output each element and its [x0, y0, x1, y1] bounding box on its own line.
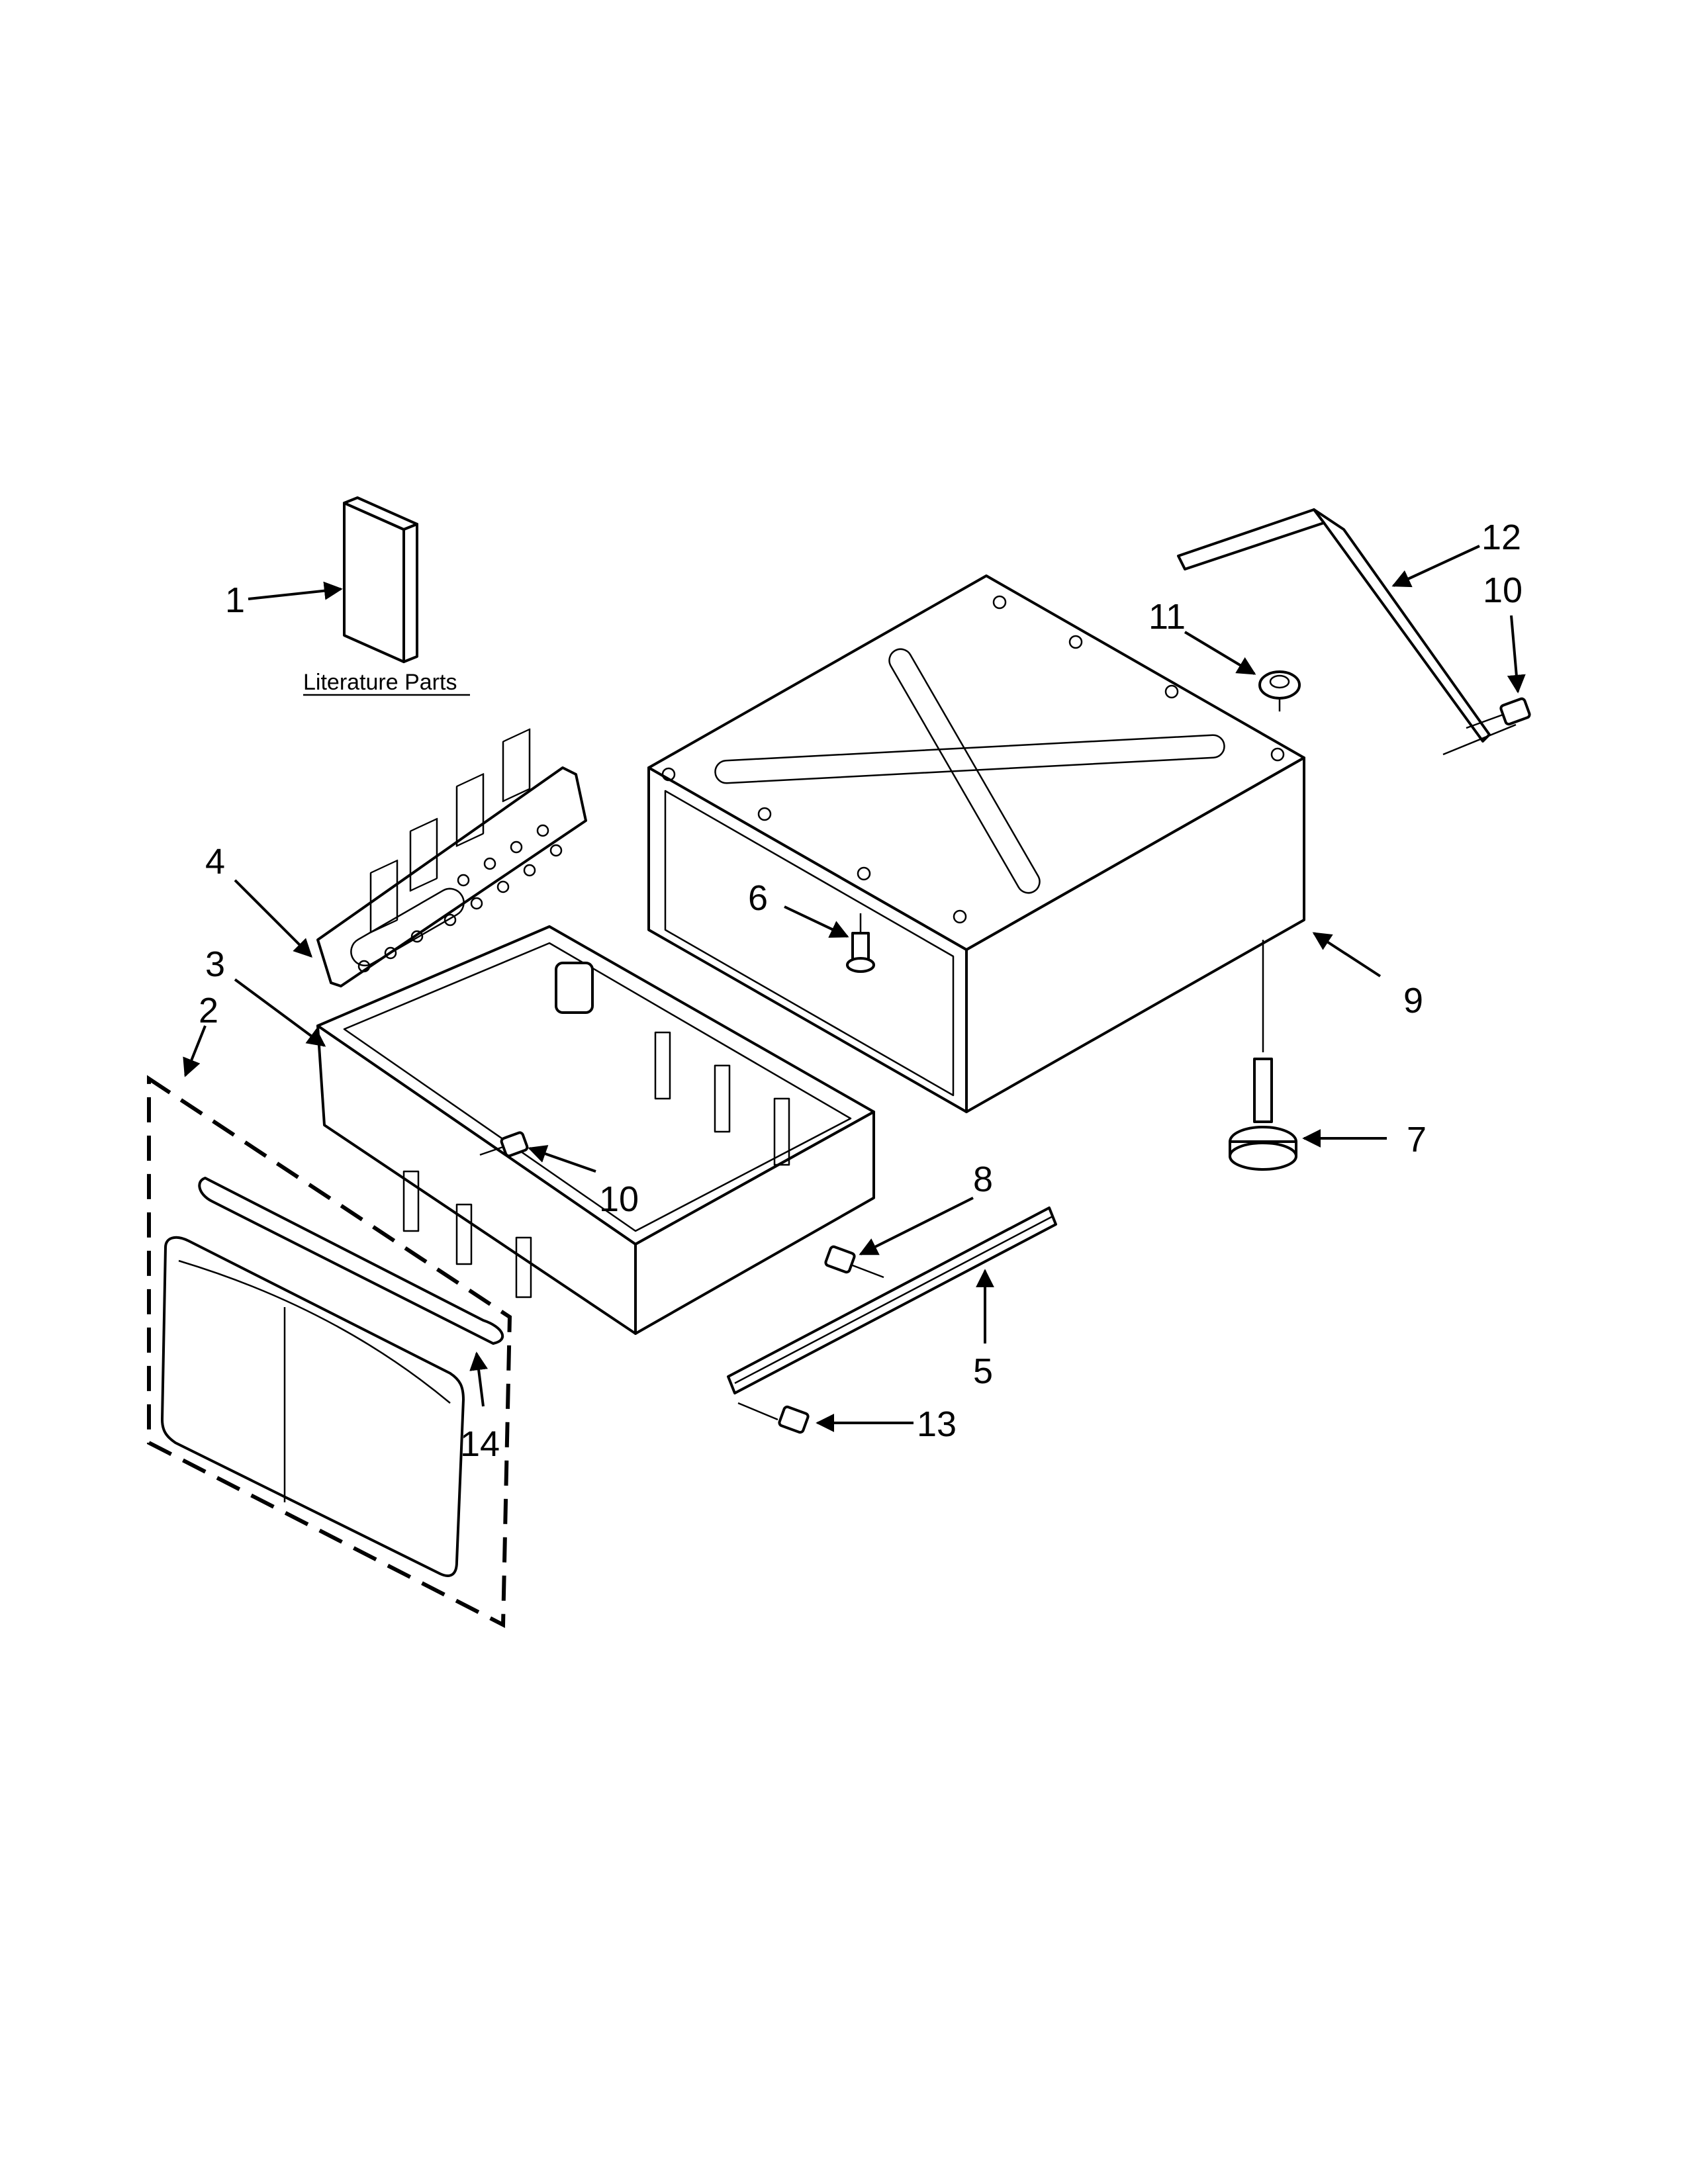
callout-13: 13: [917, 1404, 957, 1444]
callout-3: 3: [205, 944, 225, 984]
callout-10-upper: 10: [1483, 570, 1523, 610]
drawer-handle: [198, 1177, 504, 1345]
leader-4: [234, 879, 312, 958]
anti-tip-bracket: [1177, 508, 1491, 743]
bin-ribs: [369, 728, 790, 1298]
drawer-bin: [316, 728, 875, 1335]
drawer-front-assembly-outline: [147, 1075, 512, 1628]
callout-5: 5: [973, 1351, 993, 1391]
drawer-front-panel: [161, 1236, 465, 1577]
literature-booklet: [343, 496, 418, 663]
leader-14: [469, 1351, 489, 1407]
callout-10-bin: 10: [599, 1179, 639, 1219]
leader-9: [1312, 932, 1382, 978]
screw-8: [824, 1245, 884, 1279]
pedestal-cabinet: [647, 574, 1305, 1113]
callout-7: 7: [1407, 1120, 1427, 1160]
callout-2: 2: [199, 991, 218, 1030]
divider-holes: [357, 824, 563, 973]
cabinet-screw-holes: [661, 595, 1285, 924]
drawer-slide-rail: [727, 1206, 1057, 1394]
callout-1: 1: [225, 580, 245, 620]
callout-9: 9: [1403, 981, 1423, 1021]
leader-8: [859, 1197, 974, 1255]
bumper-plug: [1258, 670, 1301, 711]
leader-1: [248, 581, 343, 600]
screw-6: [846, 913, 875, 973]
callout-6: 6: [748, 878, 768, 918]
leader-2: [183, 1025, 207, 1077]
leader-3: [234, 978, 326, 1047]
screw-13: [737, 1402, 810, 1434]
callout-4: 4: [205, 842, 225, 882]
drawer-divider: [316, 766, 587, 987]
literature-caption: Literature Parts: [303, 670, 457, 695]
screw-10-upper: [1442, 697, 1531, 756]
leader-10-bin: [528, 1145, 596, 1173]
leveling-leg: [1229, 1058, 1297, 1171]
callout-8: 8: [973, 1160, 993, 1199]
leader-10-upper: [1507, 615, 1526, 694]
callout-14: 14: [460, 1424, 500, 1464]
callout-12: 12: [1481, 518, 1521, 557]
callout-11: 11: [1149, 597, 1186, 637]
leader-12: [1391, 545, 1480, 588]
leader-6: [784, 905, 849, 938]
screw-10-bin: [479, 1131, 529, 1158]
leader-11: [1184, 631, 1256, 675]
